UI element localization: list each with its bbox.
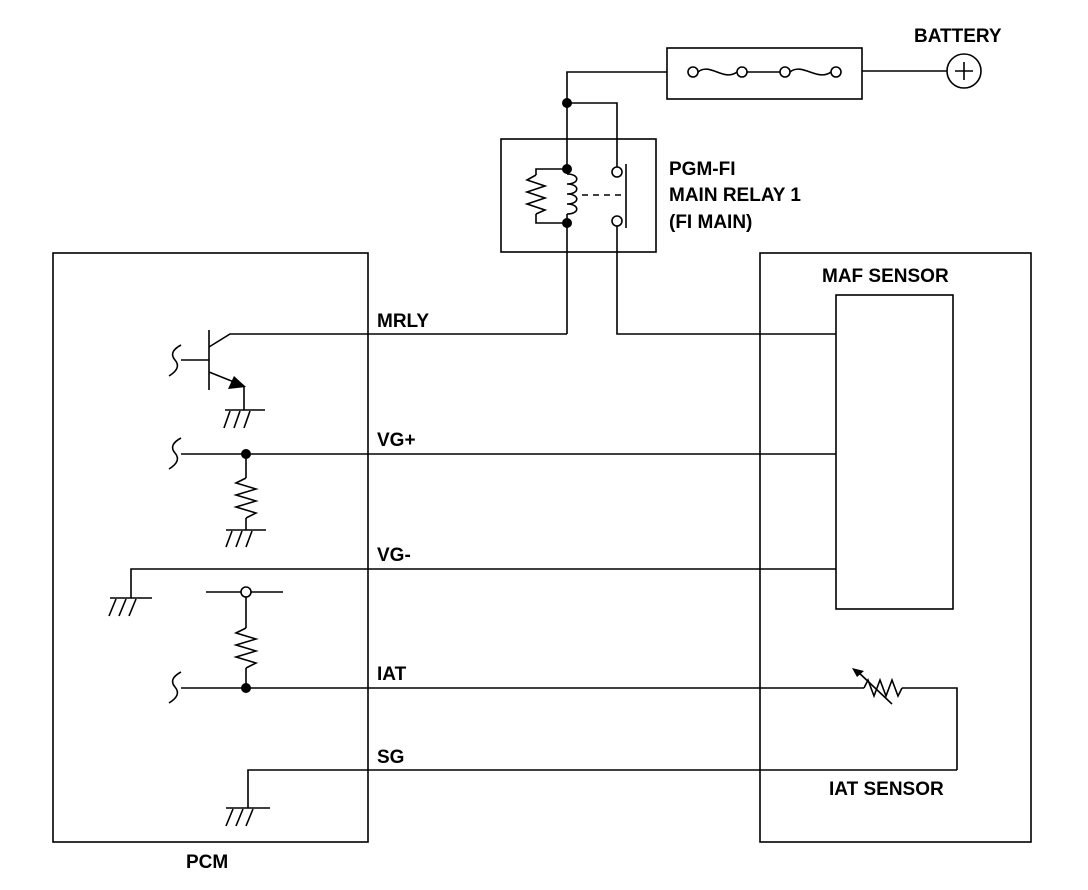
wire-label-vg-plus: VG+	[377, 430, 416, 451]
vg-minus-ground-icon	[108, 597, 152, 617]
pcm-box	[52, 252, 369, 843]
sensor-box	[759, 252, 1032, 843]
wire-label-vg-minus: VG-	[377, 545, 411, 566]
fuse-symbol	[666, 47, 863, 100]
relay-label-line3: (FI MAIN)	[669, 212, 752, 233]
vg-plus-circuit	[168, 437, 836, 530]
main-relay	[500, 98, 657, 253]
vg-plus-ground-icon	[225, 529, 266, 548]
fuse-relay-wire	[566, 71, 667, 103]
relay-label-line2: MAIN RELAY 1	[669, 185, 801, 206]
mrly-ground-icon	[223, 409, 265, 429]
iat-thermistor	[852, 668, 958, 770]
relay-label-line1: PGM-FI	[669, 159, 736, 180]
mrly-input-break	[168, 344, 182, 377]
iat-pullup-resistor	[233, 627, 259, 669]
iat-sensor-label: IAT SENSOR	[829, 779, 944, 800]
relay-contact-bottom	[611, 215, 623, 227]
relay-contact-top	[611, 166, 623, 178]
battery-label: BATTERY	[914, 26, 1002, 47]
maf-sensor-label: MAF SENSOR	[822, 266, 949, 287]
wire-label-sg: SG	[377, 747, 404, 768]
mrly-circuit	[168, 223, 568, 410]
battery-symbol	[946, 53, 982, 89]
pcm-label: PCM	[186, 852, 228, 873]
wire-label-mrly: MRLY	[377, 311, 429, 332]
vg-plus-resistor	[233, 477, 259, 519]
iat-circuit	[168, 586, 864, 704]
relay-coil	[566, 173, 578, 215]
relay-to-maf-wire	[616, 252, 836, 335]
transistor-emitter-arrow	[228, 376, 246, 389]
sg-wire	[247, 769, 957, 808]
maf-sensor-element	[835, 294, 954, 610]
wire-label-iat: IAT	[377, 664, 407, 685]
relay-resistor	[524, 174, 548, 215]
relay-box	[500, 138, 657, 253]
vg-minus-wire	[130, 568, 836, 598]
sg-ground-icon	[225, 807, 270, 827]
iat-reference-terminal	[240, 586, 252, 598]
